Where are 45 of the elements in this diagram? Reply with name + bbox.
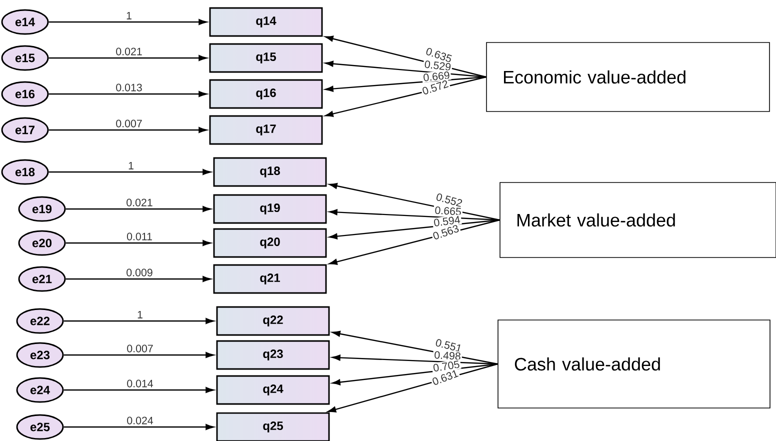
indicator-box: q21 (213, 264, 327, 294)
arrow (64, 318, 214, 324)
edge-label: 0.007 (114, 118, 144, 128)
indicator-box: q22 (216, 306, 330, 336)
edge-label: 0.529 (422, 59, 453, 72)
indicator-box: q24 (216, 375, 330, 405)
arrow (48, 55, 207, 61)
indicator-box: q25 (216, 412, 330, 441)
arrow (325, 60, 486, 78)
indicator-box: q20 (213, 228, 327, 258)
arrow (48, 169, 211, 175)
edge-label: 0.669 (422, 70, 452, 83)
arrow (64, 387, 214, 393)
edge-label: 0.024 (126, 416, 154, 426)
arrow (64, 352, 214, 358)
arrow (48, 127, 207, 133)
indicator-box: q14 (209, 7, 323, 37)
indicator-box: q17 (209, 115, 323, 145)
arrow (325, 76, 486, 92)
edge-label: 0.009 (125, 268, 154, 278)
edge-label: 1 (124, 10, 134, 20)
edge-label: 0.021 (125, 198, 154, 208)
factor-box: Economic value-added (486, 42, 770, 112)
edge-label: 0.013 (114, 82, 144, 92)
edge-label: 1 (126, 160, 136, 170)
indicator-box: q16 (209, 79, 323, 109)
arrow (48, 91, 207, 97)
indicator-box: q18 (213, 157, 327, 187)
arrow (66, 276, 211, 282)
edge-label: 1 (136, 310, 144, 320)
arrow (64, 424, 214, 430)
arrow (66, 206, 211, 212)
indicator-box: q15 (209, 43, 323, 73)
edge-label: 0.011 (125, 232, 154, 242)
arrow (66, 240, 211, 246)
indicator-box: q23 (216, 340, 330, 370)
edge-label: 0.665 (433, 205, 463, 217)
edge-label: 0.014 (126, 378, 154, 388)
edge-label: 0.021 (114, 46, 144, 56)
factor-box: Market value-added (500, 182, 776, 258)
edge-label: 0.007 (126, 344, 154, 354)
indicator-box: q19 (213, 194, 327, 224)
arrow (48, 19, 207, 25)
edge-label: 0.498 (432, 350, 462, 362)
factor-box: Cash value-added (498, 320, 770, 408)
